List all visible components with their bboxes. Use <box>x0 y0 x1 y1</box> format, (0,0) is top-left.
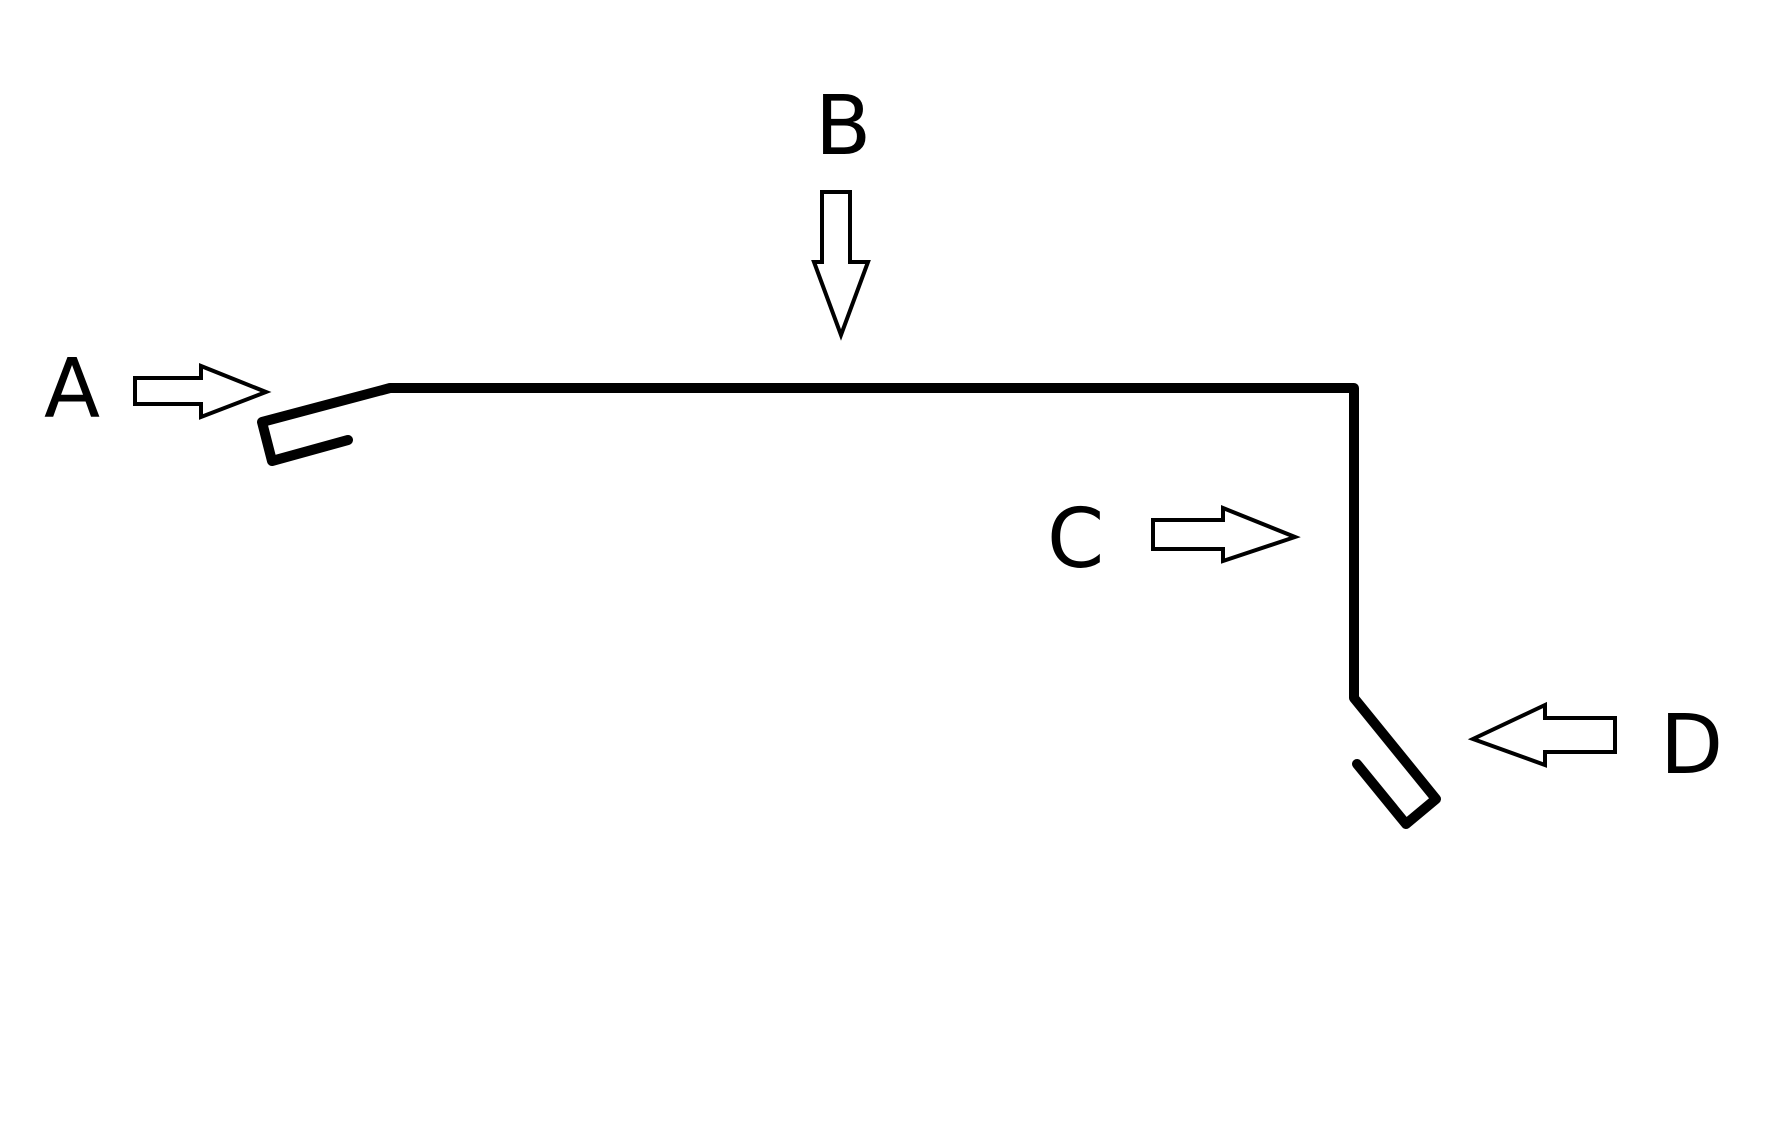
label-b: B <box>815 79 872 174</box>
arrow-c-icon <box>1151 505 1301 564</box>
arrow-d-icon <box>1467 701 1617 768</box>
label-c: C <box>1047 492 1105 587</box>
label-a: A <box>44 342 101 437</box>
sheet-profile-line <box>257 383 1441 829</box>
arrow-a-icon <box>133 363 272 420</box>
label-d: D <box>1660 698 1724 793</box>
arrow-b-icon <box>811 190 871 341</box>
